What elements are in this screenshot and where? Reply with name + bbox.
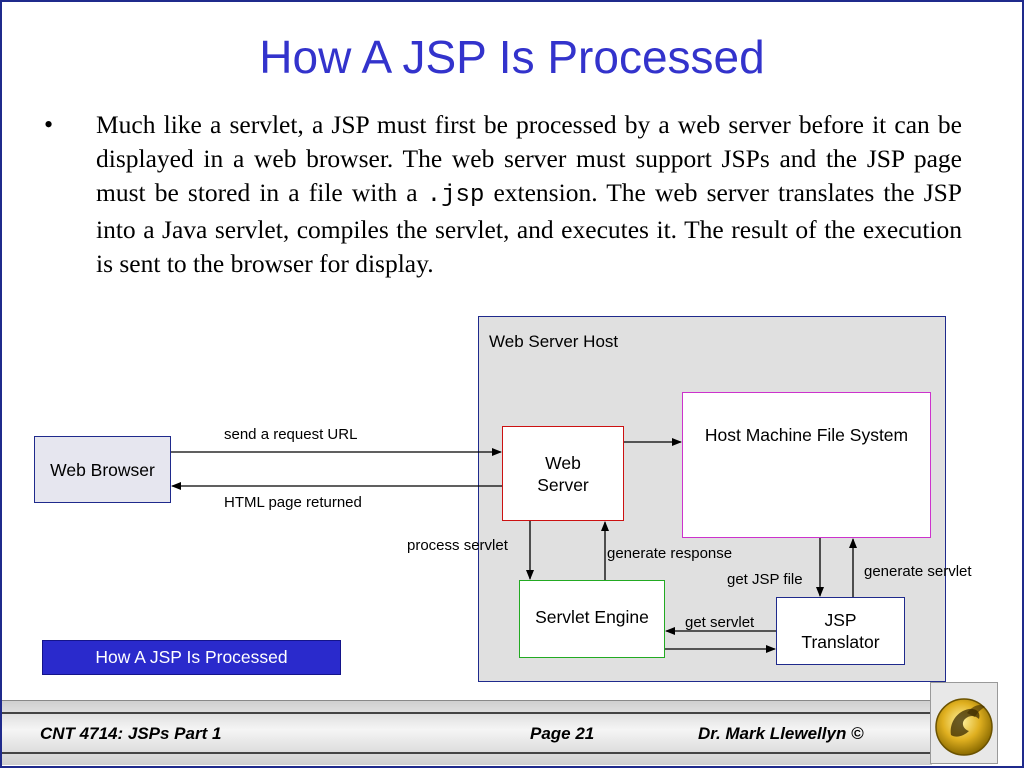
diagram-caption: How A JSP Is Processed xyxy=(42,640,341,675)
get-jsp-file-label: get JSP file xyxy=(727,571,803,588)
footer-page-number: Page 21 xyxy=(530,724,595,743)
process-servlet-label: process servlet xyxy=(407,537,508,554)
servlet-engine-box: Servlet Engine xyxy=(519,580,665,658)
web-browser-box: Web Browser xyxy=(34,436,171,503)
body-code-extension: .jsp xyxy=(426,182,485,209)
pegasus-logo-icon xyxy=(935,698,993,756)
web-server-label: Web Server xyxy=(537,452,589,496)
diagram-caption-text: How A JSP Is Processed xyxy=(95,647,288,667)
footer-bar xyxy=(2,700,932,765)
generate-servlet-label: generate servlet xyxy=(864,563,972,580)
body-paragraph: Much like a servlet, a JSP must first be… xyxy=(96,108,962,281)
web-browser-label: Web Browser xyxy=(50,459,155,480)
web-server-label-line2: Server xyxy=(537,474,589,495)
body-text-part1: Much like a servlet, a JSP must first be… xyxy=(96,110,962,207)
slide-title: How A JSP Is Processed xyxy=(259,31,765,83)
file-system-box: Host Machine File System xyxy=(682,392,931,538)
footer-author: Dr. Mark Llewellyn © xyxy=(698,724,864,743)
file-system-label: Host Machine File System xyxy=(704,425,909,445)
body-text-part2: extension. The web server translates the… xyxy=(96,178,962,278)
jsp-translator-label-line2: Translator xyxy=(801,632,880,652)
web-server-host-label: Web Server Host xyxy=(489,332,619,351)
send-request-label: send a request URL xyxy=(224,426,358,443)
generate-response-label: generate response xyxy=(607,545,733,562)
footer-top-rule xyxy=(2,712,932,714)
footer-course: CNT 4714: JSPs Part 1 xyxy=(40,724,222,743)
logo-frame xyxy=(930,682,998,764)
web-server-label-line1: Web xyxy=(545,452,581,473)
html-returned-label: HTML page returned xyxy=(224,494,362,511)
jsp-translator-box: JSP Translator xyxy=(776,597,905,665)
jsp-translator-label-line1: JSP xyxy=(824,610,857,630)
footer-bottom-rule xyxy=(2,752,932,754)
servlet-engine-label: Servlet Engine xyxy=(535,607,649,627)
get-servlet-label: get servlet xyxy=(685,614,755,631)
jsp-translator-label: JSP Translator xyxy=(801,609,879,653)
bullet-marker: • xyxy=(44,110,54,139)
web-server-box: Web Server xyxy=(502,426,624,521)
